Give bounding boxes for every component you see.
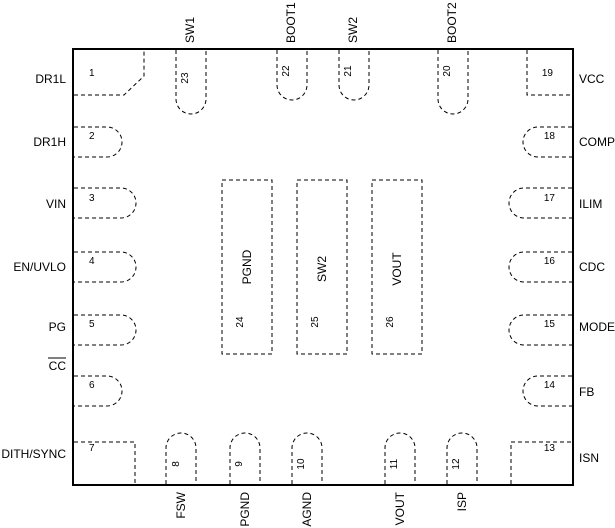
- center-pad-26: [371, 179, 423, 355]
- pin-number-8: 8: [171, 461, 182, 467]
- pad-16: [508, 251, 572, 283]
- pin-number-15: 15: [544, 319, 556, 330]
- pin-label-18: COMP: [579, 135, 615, 149]
- pin-label-15: MODE: [579, 320, 615, 334]
- pad-5: [74, 314, 137, 346]
- pad-18: [522, 126, 572, 158]
- pin-label-14: FB: [579, 385, 594, 399]
- pad-17: [508, 187, 572, 219]
- pin-number-1: 1: [89, 68, 95, 79]
- center-pad-label-24: PGND: [240, 249, 254, 284]
- corner-pad-7: [74, 441, 136, 484]
- pad-11: [384, 432, 416, 484]
- pad-15: [508, 314, 572, 346]
- pin-number-16: 16: [544, 256, 556, 267]
- pad-8: [165, 432, 197, 484]
- corner-pad-19: [526, 50, 572, 96]
- center-pad-label-25: SW2: [315, 256, 329, 282]
- pad-22: [276, 50, 308, 101]
- pin-label-13: ISN: [579, 451, 599, 465]
- pin-label-16: CDC: [579, 260, 605, 274]
- pin-label-17: ILIM: [579, 197, 602, 211]
- pin-label-10: AGND: [300, 492, 314, 527]
- pad-14: [522, 375, 572, 407]
- pin-number-19: 19: [542, 68, 554, 79]
- pin-label-19: VCC: [579, 72, 605, 86]
- pin-number-11: 11: [389, 458, 400, 469]
- pad-4: [74, 251, 137, 283]
- pad-21: [338, 50, 370, 101]
- pad-12: [446, 432, 478, 484]
- pin-number-22: 22: [281, 65, 292, 77]
- pad-9: [229, 432, 261, 484]
- pad-3: [74, 187, 137, 219]
- pin-label-6: CC: [49, 359, 67, 373]
- pin-number-3: 3: [89, 193, 95, 204]
- pin-label-4: EN/UVLO: [13, 260, 66, 274]
- pin-label-2: DR1H: [33, 135, 66, 149]
- pin-number-5: 5: [89, 319, 95, 330]
- pin-number-21: 21: [343, 65, 354, 77]
- pin-number-20: 20: [442, 65, 453, 77]
- corner-pad-1: [74, 50, 145, 96]
- center-pad-25: [296, 179, 348, 355]
- pin-label-9: PGND: [238, 492, 252, 527]
- corner-pad-13: [510, 441, 572, 484]
- pin-label-22: BOOT1: [284, 2, 298, 43]
- pin-label-8: FSW: [174, 491, 188, 518]
- pin-number-7: 7: [89, 443, 95, 454]
- pin-number-18: 18: [544, 131, 556, 142]
- pin-number-2: 2: [89, 131, 95, 142]
- pin-number-12: 12: [451, 458, 462, 470]
- pad-6: [74, 375, 123, 407]
- pin-label-5: PG: [49, 320, 66, 334]
- pin-number-6: 6: [89, 380, 95, 391]
- center-pad-number-24: 24: [235, 316, 246, 328]
- pin-number-17: 17: [544, 193, 556, 204]
- pin-label-1: DR1L: [35, 72, 66, 86]
- pin-label-12: ISP: [455, 492, 469, 511]
- pin-number-10: 10: [296, 458, 307, 470]
- pin-label-11: VOUT: [393, 491, 407, 525]
- pad-10: [291, 432, 323, 484]
- pin-label-20: BOOT2: [445, 2, 459, 43]
- pin-label-21: SW2: [346, 17, 360, 43]
- center-pad-label-26: VOUT: [390, 252, 404, 286]
- pad-20: [437, 50, 469, 115]
- pin-label-23: SW1: [183, 17, 197, 43]
- pad-2: [74, 126, 123, 158]
- pin-number-14: 14: [544, 380, 556, 391]
- pad-23: [175, 50, 207, 115]
- pin-label-7: DITH/SYNC: [1, 447, 66, 461]
- center-pad-number-26: 26: [385, 316, 396, 328]
- center-pad-number-25: 25: [310, 316, 321, 328]
- pin-number-4: 4: [89, 256, 95, 267]
- pin-label-3: VIN: [46, 197, 66, 211]
- pin-number-9: 9: [234, 461, 245, 467]
- center-pad-24: [221, 179, 273, 355]
- pin-number-23: 23: [180, 72, 191, 84]
- pin-number-13: 13: [544, 443, 556, 454]
- package-body: [72, 48, 574, 486]
